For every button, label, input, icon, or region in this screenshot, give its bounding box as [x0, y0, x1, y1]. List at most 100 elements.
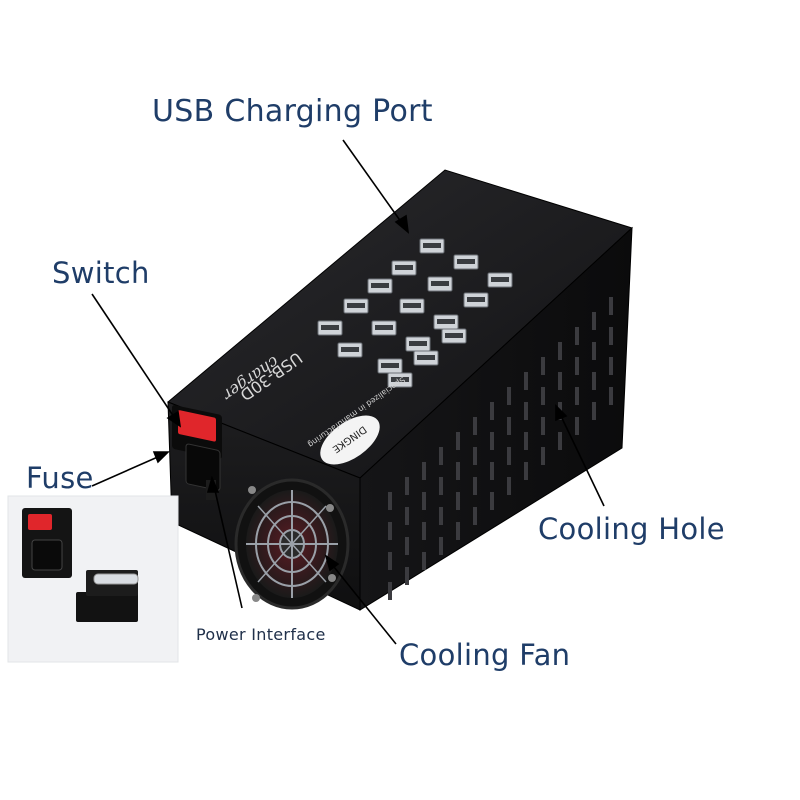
cooling-slot: [473, 417, 477, 435]
usb-port: [427, 276, 453, 292]
cooling-slot: [592, 402, 596, 420]
label-cooling-hole: Cooling Hole: [538, 512, 725, 546]
cooling-slot: [592, 312, 596, 330]
usb-port: [317, 320, 343, 336]
cooling-slot: [609, 297, 613, 315]
usb-port: [419, 238, 445, 254]
arrowhead-usb-port: [394, 214, 410, 234]
cooling-slot: [507, 387, 511, 405]
cooling-slot: [456, 462, 460, 480]
cooling-slot: [473, 507, 477, 525]
cooling-slot: [541, 447, 545, 465]
usb-port: [371, 320, 397, 336]
label-power-interface: Power Interface: [196, 625, 326, 644]
cooling-slot: [558, 372, 562, 390]
cooling-slot: [490, 402, 494, 420]
cooling-slot: [405, 507, 409, 525]
usb-port: [433, 314, 459, 330]
usb-port: [399, 298, 425, 314]
cooling-slot: [422, 492, 426, 510]
cooling-slot: [439, 537, 443, 555]
cooling-slot: [456, 492, 460, 510]
cooling-slot: [490, 492, 494, 510]
cooling-slot: [575, 327, 579, 345]
usb-port-grid: [317, 238, 513, 388]
arrowhead-power-interface: [206, 475, 220, 493]
arrow-fuse: [91, 455, 161, 487]
inset-plug: [31, 539, 63, 571]
cooling-slot: [388, 492, 392, 510]
cooling-slot: [507, 477, 511, 495]
label-switch: Switch: [52, 256, 150, 290]
arrowhead-fuse: [152, 451, 170, 464]
cooling-slot: [456, 432, 460, 450]
arrowhead-switch: [166, 410, 182, 428]
cooling-slot: [575, 387, 579, 405]
usb-port: [405, 336, 431, 352]
usb-port: [453, 254, 479, 270]
cooling-slot: [439, 447, 443, 465]
cooling-slot: [609, 357, 613, 375]
inset-fuse-glass: [93, 573, 139, 585]
cooling-slot: [388, 582, 392, 600]
cooling-slot: [456, 522, 460, 540]
cooling-slot: [592, 342, 596, 360]
arrow-power-interface: [213, 485, 243, 609]
cooling-slot: [524, 462, 528, 480]
cooling-slot: [524, 402, 528, 420]
switch-rocker: [178, 410, 216, 442]
cooling-slot: [541, 417, 545, 435]
cooling-slot: [422, 462, 426, 480]
usb-port: [377, 358, 403, 374]
cooling-slot: [405, 567, 409, 585]
arrowhead-cooling-hole: [555, 404, 568, 422]
cooling-slot: [439, 477, 443, 495]
cooling-slot: [405, 477, 409, 495]
usb-port: [337, 342, 363, 358]
cooling-slot: [575, 357, 579, 375]
cooling-slot: [473, 477, 477, 495]
inset-switch: [28, 514, 52, 530]
arrowhead-cooling-fan: [324, 554, 340, 572]
cooling-slot: [609, 387, 613, 405]
usb-port: [441, 328, 467, 344]
label-usb-charging-port: USB Charging Port: [152, 94, 433, 129]
cooling-slot: [439, 507, 443, 525]
cooling-slot: [524, 372, 528, 390]
cooling-slot: [558, 342, 562, 360]
cooling-slot: [405, 537, 409, 555]
cooling-slot: [388, 552, 392, 570]
cooling-slot: [490, 432, 494, 450]
usb-port: [413, 350, 439, 366]
cooling-slot: [575, 417, 579, 435]
brand-logo: [320, 415, 380, 465]
cooling-slot: [422, 552, 426, 570]
cooling-slot: [558, 432, 562, 450]
arrow-cooling-fan: [329, 561, 397, 645]
cooling-fan: [234, 478, 350, 610]
cooling-slot: [609, 327, 613, 345]
cooling-slot: [507, 447, 511, 465]
inset-fuse-holder: [76, 592, 138, 622]
label-cooling-fan: Cooling Fan: [399, 638, 571, 672]
usb-port: [387, 372, 413, 388]
arrow-usb-port: [342, 139, 405, 227]
cooling-slot: [541, 387, 545, 405]
usb-port: [343, 298, 369, 314]
cooling-slot: [490, 462, 494, 480]
usb-port: [487, 272, 513, 288]
arrow-switch: [91, 293, 177, 421]
label-fuse: Fuse: [26, 461, 94, 495]
cooling-slot: [422, 522, 426, 540]
cooling-slot: [524, 432, 528, 450]
cooling-slots: [388, 297, 613, 600]
cooling-slot: [592, 372, 596, 390]
usb-port: [367, 278, 393, 294]
usb-port: [391, 260, 417, 276]
usb-port: [463, 292, 489, 308]
cooling-slot: [473, 447, 477, 465]
cooling-slot: [541, 357, 545, 375]
arrow-cooling-hole: [559, 413, 605, 507]
